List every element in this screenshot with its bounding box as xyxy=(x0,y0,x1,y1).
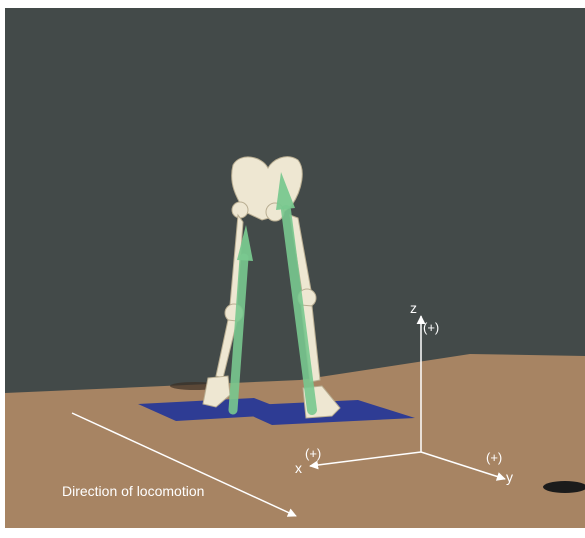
y-axis-label: y xyxy=(506,469,513,485)
floor-shadow xyxy=(543,481,585,493)
x-axis-label: x xyxy=(295,460,302,476)
z-axis-sign: (+) xyxy=(423,320,439,335)
z-axis-label: z xyxy=(410,300,417,316)
direction-label: Direction of locomotion xyxy=(62,483,204,499)
x-axis-sign: (+) xyxy=(305,446,321,461)
hip-joint-left xyxy=(232,202,248,218)
y-axis-sign: (+) xyxy=(486,450,502,465)
